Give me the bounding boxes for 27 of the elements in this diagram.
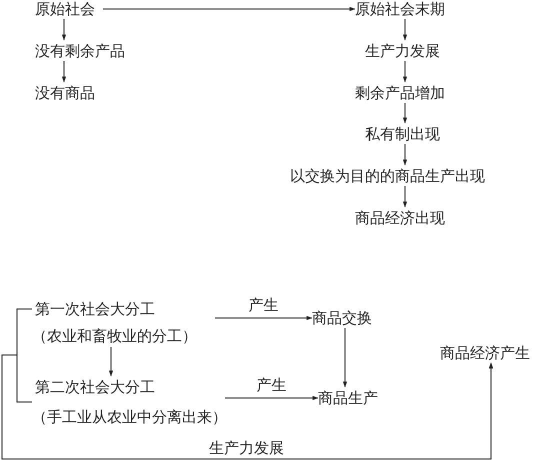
node-label: 剩余产品增加 [355,84,445,102]
arrow [108,346,114,377]
node-label: 商品生产 [318,389,378,407]
node-label: 没有商品 [35,84,95,102]
arrow [2,354,494,460]
arrow [402,60,408,83]
arrow [214,316,313,320]
node-label: 原始社会末期 [355,0,445,18]
node-label: 生产力发展 [365,42,440,60]
node-label: 第二次社会大分工 [35,378,155,396]
arrow [402,144,408,166]
node-label: 商品经济出现 [355,209,445,227]
arrow [342,328,348,388]
arrow [402,18,408,41]
node-label: 第一次社会大分工 [35,300,155,318]
arrow [224,396,319,400]
node-label: 没有剩余产品 [35,42,125,60]
arrow [62,60,66,83]
arrow [402,102,408,124]
node-label: 原始社会 [35,0,95,18]
node-label: 私有制出现 [365,125,440,143]
arrow [402,186,408,208]
node-label: 以交换为目的的商品生产出现 [290,167,485,185]
arrow [62,18,66,41]
node-label: 商品交换 [312,309,372,327]
node-label: 商品经济产生 [440,344,530,362]
arrow [102,6,356,12]
